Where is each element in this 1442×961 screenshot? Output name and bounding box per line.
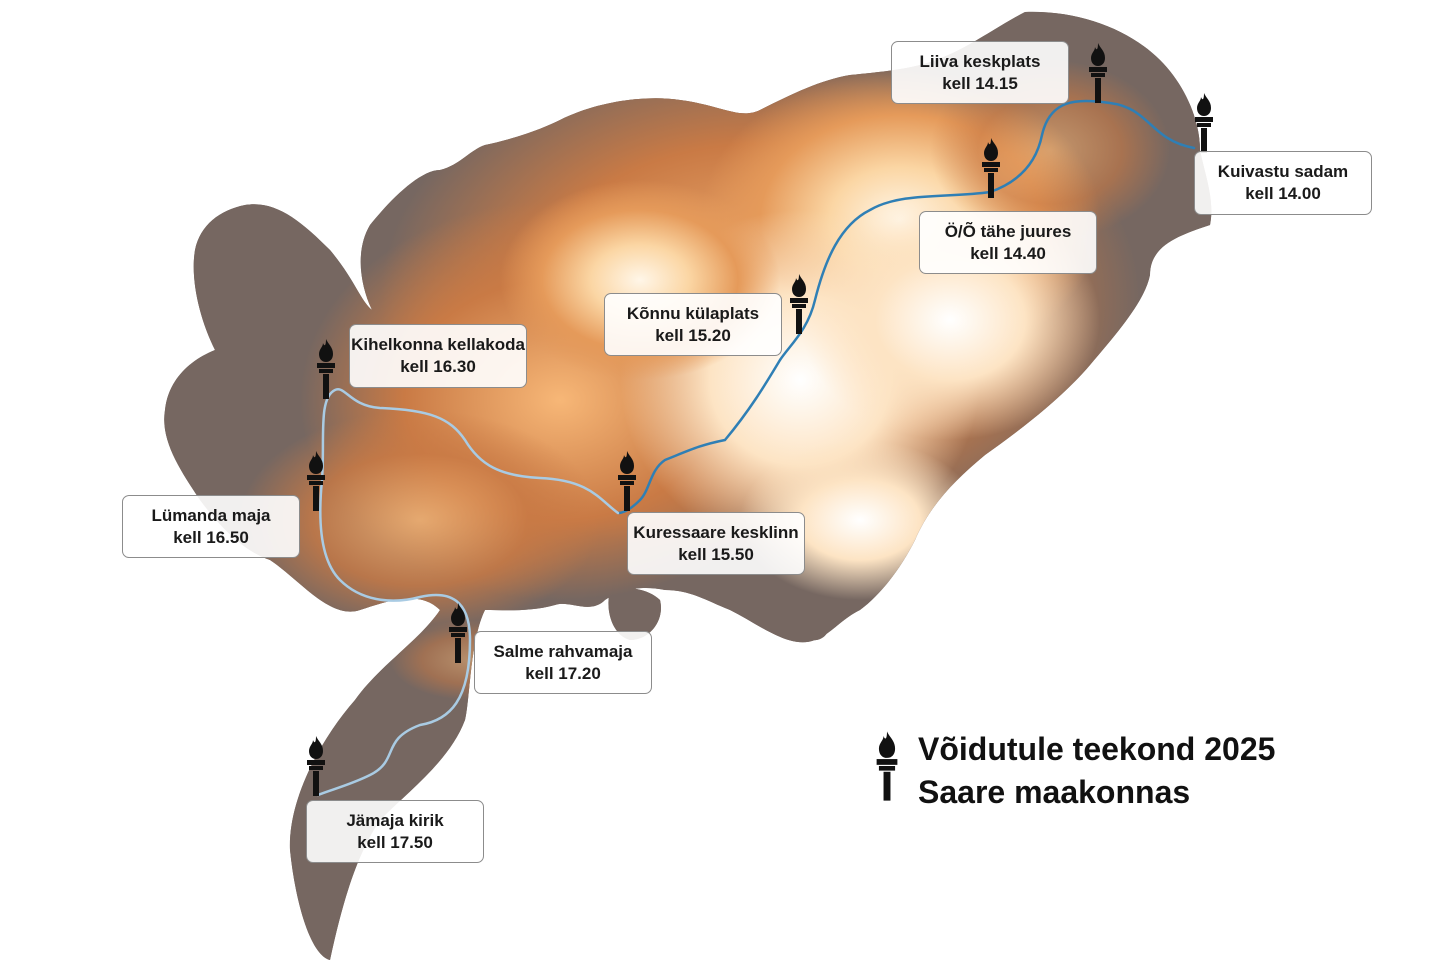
legend-line-1: Võidutule teekond 2025 bbox=[918, 731, 1276, 767]
stop-label-jamaja-kirik[interactable]: Jämaja kirik kell 17.50 bbox=[306, 800, 484, 863]
stop-label-lumanda-maja[interactable]: Lümanda maja kell 16.50 bbox=[122, 495, 300, 558]
stop-time: kell 17.20 bbox=[525, 663, 601, 683]
stop-name: Liiva keskplats bbox=[919, 51, 1041, 71]
stop-name: Kuressaare kesklinn bbox=[633, 522, 799, 542]
stop-name: Kuivastu sadam bbox=[1217, 162, 1349, 181]
stop-name: Lümanda maja bbox=[151, 505, 271, 525]
torch-icon bbox=[790, 274, 808, 334]
torch-icon bbox=[982, 138, 1000, 198]
torch-icon bbox=[307, 736, 325, 796]
stop-name: Kihelkonna kellakoda bbox=[351, 335, 525, 354]
stop-label-kuressaare-kesklinn[interactable]: Kuressaare kesklinn kell 15.50 bbox=[627, 512, 805, 575]
stop-label-kuivastu-sadam[interactable]: Kuivastu sadam kell 14.00 bbox=[1194, 151, 1372, 215]
stop-label-salme-rahvamaja[interactable]: Salme rahvamaja kell 17.20 bbox=[474, 631, 652, 694]
torch-icon bbox=[618, 451, 636, 511]
stop-time: kell 14.15 bbox=[942, 73, 1018, 93]
stop-time: kell 17.50 bbox=[357, 832, 433, 852]
stop-time: kell 16.30 bbox=[400, 357, 476, 376]
route-segment-west bbox=[316, 388, 620, 797]
torch-icon bbox=[1089, 43, 1107, 103]
stop-time: kell 15.50 bbox=[678, 544, 754, 564]
torch-icon bbox=[307, 451, 325, 511]
stop-name: Ö/Õ tähe juures bbox=[944, 221, 1072, 241]
stop-name: Salme rahvamaja bbox=[493, 641, 633, 661]
legend-torch-icon bbox=[876, 731, 898, 801]
stop-name: Kõnnu küIaplats bbox=[626, 303, 760, 323]
stop-label-liiva-keskplats[interactable]: Liiva keskplats kell 14.15 bbox=[891, 41, 1069, 104]
stop-label-oo-tahe-juures[interactable]: Ö/Õ tähe juures kell 14.40 bbox=[919, 211, 1097, 274]
stop-label-kihelkonna-kellakoda[interactable]: Kihelkonna kellakoda kell 16.30 bbox=[349, 324, 527, 388]
stop-time: kell 16.50 bbox=[173, 527, 249, 547]
torch-icon bbox=[449, 603, 467, 663]
route-line bbox=[316, 99, 1196, 797]
legend-title: Võidutule teekond 2025 Saare maakonnas bbox=[918, 728, 1275, 814]
legend-line-2: Saare maakonnas bbox=[918, 774, 1191, 810]
torch-icon bbox=[317, 339, 335, 399]
stop-time: kell 14.00 bbox=[1245, 184, 1321, 203]
route-segment-east bbox=[616, 99, 1196, 515]
stop-time: kell 15.20 bbox=[655, 325, 731, 345]
stop-name: Jämaja kirik bbox=[346, 810, 444, 830]
stop-time: kell 14.40 bbox=[970, 243, 1046, 263]
torch-icon bbox=[1195, 93, 1213, 153]
stop-label-konnu-kulaplats[interactable]: Kõnnu küIaplats kell 15.20 bbox=[604, 293, 782, 356]
